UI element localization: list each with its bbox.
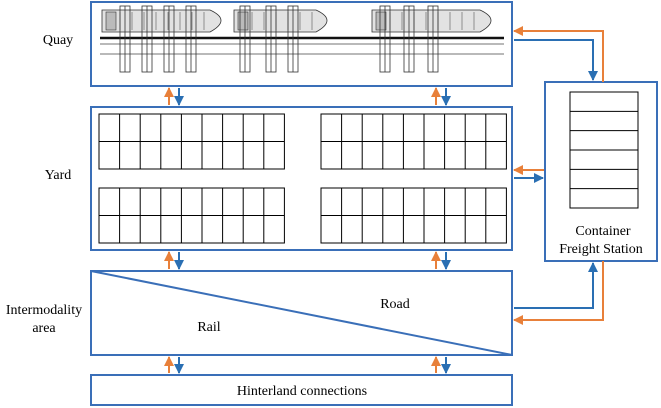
cfs-shelves — [570, 110, 638, 190]
intermodality-label-line2: area — [32, 321, 56, 336]
rail-label: Rail — [197, 320, 220, 335]
quay-box — [90, 1, 513, 87]
hinterland-label: Hinterland connections — [237, 384, 367, 399]
quay-crane-icon — [119, 5, 439, 73]
yard-label: Yard — [45, 168, 72, 183]
cfs-box: Container Freight Station — [544, 81, 658, 262]
quay-label: Quay — [43, 33, 73, 48]
arrow-cfs-to-quay — [513, 26, 604, 82]
intermodality-label-line1: Intermodality — [6, 303, 82, 318]
arrow-cfs-to-inter — [513, 261, 604, 325]
hinterland-box: Hinterland connections — [90, 374, 513, 406]
cfs-label-line2: Freight Station — [559, 242, 643, 257]
intermodality-box: Road Rail — [90, 270, 513, 356]
yard-blocks — [98, 113, 507, 244]
flow-arrows — [164, 26, 604, 374]
yard-box — [90, 106, 513, 251]
ship-icon — [233, 9, 328, 33]
ship-icon — [371, 9, 492, 33]
rail-road-divider — [90, 270, 513, 356]
arrow-inter-to-cfs — [514, 262, 598, 309]
arrow-quay-to-cfs — [514, 39, 598, 81]
cfs-label-line1: Container — [575, 224, 631, 239]
road-label: Road — [380, 297, 410, 312]
